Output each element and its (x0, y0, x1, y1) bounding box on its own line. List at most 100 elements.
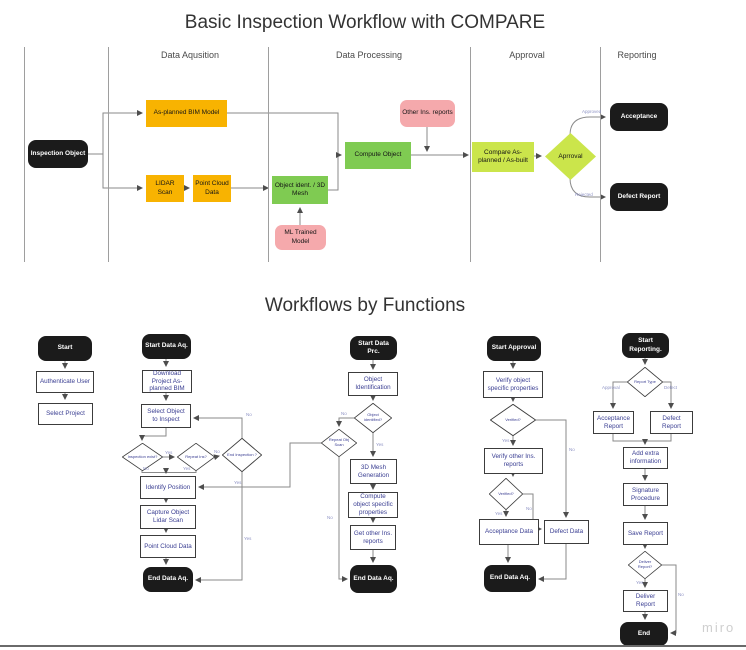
node-select-project[interactable]: Select Project (38, 403, 93, 425)
decision-inspection-exist[interactable]: Inspection exist? (122, 443, 163, 471)
decision-verified-2[interactable]: Verified? (489, 478, 523, 510)
diamond-shape (628, 551, 662, 579)
decision-object-identified[interactable]: Object identified? (354, 403, 392, 433)
edge-label-no: No (678, 592, 684, 597)
node-start[interactable]: Start (38, 336, 92, 361)
node-end-data-aq-2[interactable]: End Data Aq. (350, 565, 397, 593)
decision-label: End Inspection ? (227, 451, 257, 457)
node-as-planned-bim-model[interactable]: As-planned BIM Model (146, 100, 227, 127)
diamond-shape (122, 443, 163, 471)
node-end[interactable]: End (620, 622, 668, 646)
node-other-ins-reports[interactable]: Other Ins. reports (400, 100, 455, 127)
node-end-data-aq[interactable]: End Data Aq. (143, 567, 193, 592)
node-get-other-ins-reports[interactable]: Get other Ins. reports (350, 525, 396, 550)
node-authenticate-user[interactable]: Authenticate User (36, 371, 94, 393)
decision-deliver-report[interactable]: Deliver Report? (628, 551, 662, 579)
edge-label-no: No (246, 412, 252, 417)
decision-label: Report Type (634, 378, 656, 384)
diamond-shape (177, 443, 215, 471)
node-defect-report[interactable]: Defect Report (610, 183, 668, 211)
node-identify-position[interactable]: Identify Position (140, 476, 196, 499)
node-deliver-report[interactable]: Deliver Report (623, 590, 668, 612)
node-start-approval[interactable]: Start Approval (487, 336, 541, 361)
decision-label: Repeat Ins? (185, 453, 207, 459)
edge-label-approved: Approved (582, 109, 602, 114)
node-add-extra-information[interactable]: Add extra information (623, 447, 668, 469)
bottom-title: Workflows by Functions (264, 295, 466, 316)
node-lidar-scan[interactable]: LIDAR Scan (146, 175, 184, 202)
lane-header-data-processing: Data Processing (335, 50, 403, 60)
node-acceptance-data[interactable]: Acceptance Data (479, 519, 539, 545)
top-title: Basic Inspection Workflow with COMPARE (184, 12, 546, 33)
node-end-data-aq-3[interactable]: End Data Aq. (484, 565, 536, 592)
node-signature-procedure[interactable]: Signature Procedure (623, 483, 668, 506)
edge-label-yes: Yes (502, 438, 510, 443)
decision-approval[interactable]: Aprroval (545, 133, 596, 180)
diamond-shape (490, 404, 536, 436)
edge-label-yes: Yes (234, 480, 242, 485)
lane-divider (24, 47, 25, 262)
node-object-ident-3d-mesh[interactable]: Object ident. / 3D Mesh (272, 176, 328, 204)
node-point-cloud-data[interactable]: Point Cloud Data (193, 175, 231, 202)
node-inspection-object[interactable]: Inspection Object (28, 140, 88, 168)
node-start-reporting[interactable]: Start Reporting. (622, 333, 669, 358)
node-verify-other-ins-reports[interactable]: Verify other Ins. reports (484, 448, 543, 474)
node-ml-trained-model[interactable]: ML Trained Model (275, 225, 326, 250)
decision-repeat-ins[interactable]: Repeat Ins? (177, 443, 215, 471)
node-download-project-bim[interactable]: Download Project As-planned BIM (142, 370, 192, 393)
edge-label-no: No (214, 449, 220, 454)
node-save-report[interactable]: Save Report (623, 522, 668, 545)
diamond-shape (489, 478, 523, 510)
decision-report-type[interactable]: Report Type (627, 367, 663, 397)
node-compare-as-planned-as-built[interactable]: Compare As-planned / As-built (472, 142, 534, 172)
decision-verified-1[interactable]: Verified? (490, 404, 536, 436)
edge-label-yes: Yes (165, 450, 173, 455)
diamond-shape (354, 403, 392, 433)
diamond-shape (321, 429, 357, 457)
lane-header-approval: Approval (509, 50, 545, 60)
decision-end-inspection[interactable]: End Inspection ? (222, 438, 262, 472)
node-start-data-aq[interactable]: Start Data Aq. (142, 334, 191, 359)
decision-label: Deliver Report? (637, 559, 653, 569)
decision-label: Aprroval (558, 152, 583, 160)
node-3d-mesh-generation[interactable]: 3D Mesh Generation (350, 459, 397, 484)
edge-label-approval: Approval (602, 385, 620, 390)
node-defect-report-2[interactable]: Defect Report (650, 411, 693, 434)
lane-divider (108, 47, 109, 262)
edge-label-no: No (569, 447, 575, 452)
node-compute-object-properties[interactable]: Compute object specific properties (348, 492, 398, 518)
node-compute-object[interactable]: Compute Object (345, 142, 411, 169)
edge-label-yes: Yes (495, 511, 503, 516)
node-point-cloud-data-2[interactable]: Point Cloud Data (140, 535, 196, 558)
node-verify-object-properties[interactable]: Verify object specific properties (483, 371, 543, 398)
edge-label-no: No (143, 466, 149, 471)
lane-divider (470, 47, 471, 262)
diamond-shape (627, 367, 663, 397)
node-start-data-prc[interactable]: Start Data Prc. (350, 336, 397, 360)
edge-label-yes: Yes (636, 580, 644, 585)
edge-label-yes: Yes (376, 442, 384, 447)
diamond-shape (545, 133, 596, 180)
bottom-border (0, 645, 746, 647)
node-defect-data[interactable]: Defect Data (544, 520, 589, 544)
edge-label-defect: Defect (664, 385, 678, 390)
edge-label-no: No (526, 506, 532, 511)
diamond-shape (222, 438, 262, 472)
node-acceptance[interactable]: Acceptance (610, 103, 668, 131)
decision-label: Repeat Obj Scan (328, 437, 350, 447)
decision-repeat-obj-scan[interactable]: Repeat Obj Scan (321, 429, 357, 457)
lane-divider (600, 47, 601, 262)
edge-label-no: No (341, 411, 347, 416)
edge-label-yes: Yes (244, 536, 252, 541)
decision-label: Verified? (498, 490, 514, 496)
lane-header-reporting: Reporting (617, 50, 657, 60)
decision-label: Inspection exist? (127, 453, 158, 459)
node-select-object-to-inspect[interactable]: Select Object to Inspect (141, 404, 191, 428)
lane-header-data-aquisition: Data Aqusition (160, 50, 220, 60)
node-acceptance-report[interactable]: Acceptance Report (593, 411, 634, 434)
node-object-identification[interactable]: Object Identification (348, 372, 398, 396)
node-capture-object-lidar-scan[interactable]: Capture Object Lidar Scan (140, 505, 196, 529)
miro-watermark[interactable]: miro (702, 620, 736, 635)
